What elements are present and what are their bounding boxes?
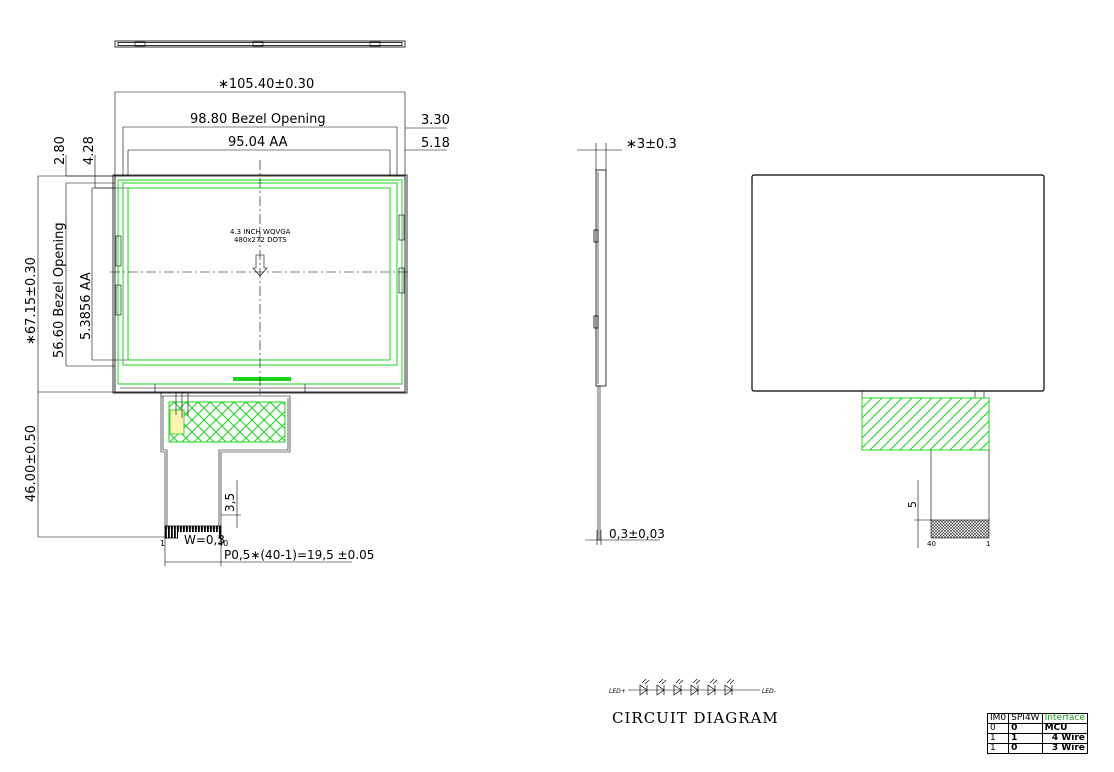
header-interface: Interface (1041, 713, 1088, 724)
back-pin-last-label: 1 (986, 540, 990, 548)
dim-pin-pitch-label: P0,5∗(40-1)=19,5 ±0.05 (224, 548, 374, 562)
circuit-caption: CIRCUIT DIAGRAM (612, 709, 779, 727)
dim-fpc-thickness-label: 0,3±0,03 (609, 527, 665, 541)
dim-aa-height-label: 5.3856 AA (79, 272, 94, 340)
interface-table: IM0 SPI4W Interface 0 0 MCU 1 1 4 Wire 1… (986, 713, 1088, 754)
dim-total-width: ∗105.40±0.30 (114, 77, 406, 176)
fpc-tail (160, 392, 291, 540)
cell: 0 (986, 723, 1010, 734)
fpc-pin-last-label: 40 (218, 539, 228, 548)
led-diode-icon (724, 678, 735, 696)
led-diode-icon (656, 678, 667, 696)
dim-bezel-height-label: 56.60 Bezel Opening (52, 222, 67, 358)
dim-bezel-width: 98.80 Bezel Opening (122, 112, 398, 176)
dim-fpc-length: 46.00±0.50 (24, 392, 165, 538)
dim-right-offsets: 3.30 5.18 (405, 113, 450, 151)
dim-right-bottom-label: 5.18 (421, 136, 450, 151)
led-chain (639, 678, 735, 696)
back-view: 5 40 1 (751, 174, 1045, 548)
fpc-pin-first-label: 1 (160, 539, 165, 548)
dim-left-a-label: 2.80 (53, 136, 68, 165)
cell: MCU (1041, 723, 1088, 734)
dim-aa-width-label: 95.04 AA (228, 135, 288, 150)
dim-bezel-width-label: 98.80 Bezel Opening (190, 112, 326, 127)
table-row: 1 1 4 Wire (986, 733, 1088, 744)
dim-bezel-height: 56.60 Bezel Opening (52, 182, 115, 367)
table-row: 0 0 MCU (986, 723, 1088, 734)
dim-back-tail-label: 5 (906, 501, 919, 508)
back-pin-first-label: 40 (927, 540, 936, 548)
dim-total-height-label: ∗67.15±0.30 (24, 257, 39, 345)
side-view: ∗3±0.3 0,3±0,03 (577, 137, 677, 545)
dim-left-b-label: 4.28 (82, 136, 97, 165)
dim-total-height: ∗67.15±0.30 (24, 175, 115, 393)
dim-thickness-label: ∗3±0.3 (626, 137, 677, 152)
dim-aa-width: 95.04 AA (127, 135, 391, 176)
cell: 3 Wire (1041, 743, 1088, 754)
led-diode-icon (690, 678, 701, 696)
dim-left-offsets: 2.80 4.28 (53, 136, 115, 189)
circuit-diagram: LED+ LED- CIRCUIT DIAGRAM (609, 678, 779, 727)
dim-fpc-length-label: 46.00±0.50 (24, 425, 39, 502)
module-body: 4.3 INCH WQVGA 480x272 DOTS (110, 160, 410, 395)
panel-label-dots: 480x272 DOTS (234, 236, 287, 244)
front-view: ∗105.40±0.30 98.80 Bezel Opening 95.04 A… (24, 77, 450, 566)
cell: 1 (986, 733, 1010, 744)
dim-pin-pitch: 1 40 W=0,3 P0,5∗(40-1)=19,5 ±0.05 3,5 (160, 480, 374, 566)
cell: 0 (1008, 743, 1043, 754)
dim-total-width-label: ∗105.40±0.30 (218, 77, 314, 92)
cell: 1 (1008, 733, 1043, 744)
cell: 4 Wire (1041, 733, 1088, 744)
dim-pin-width-label: W=0,3 (184, 533, 225, 547)
interface-table-header: IM0 SPI4W Interface (986, 713, 1088, 724)
header-spi4w: SPI4W (1008, 713, 1043, 724)
dim-right-top-label: 3.30 (421, 113, 450, 128)
dim-aa-height: 5.3856 AA (79, 187, 128, 361)
cell: 0 (1008, 723, 1043, 734)
cell: 1 (986, 743, 1010, 754)
led-minus-label: LED- (762, 688, 776, 695)
top-edge-view (114, 40, 406, 48)
led-diode-icon (639, 678, 650, 696)
panel-label-size: 4.3 INCH WQVGA (230, 228, 291, 236)
led-plus-label: LED+ (609, 688, 626, 695)
table-row: 1 0 3 Wire (986, 743, 1088, 754)
led-diode-icon (707, 678, 718, 696)
led-diode-icon (673, 678, 684, 696)
dim-tail-offset-label: 3,5 (223, 493, 237, 512)
header-im0: IM0 (986, 713, 1010, 724)
